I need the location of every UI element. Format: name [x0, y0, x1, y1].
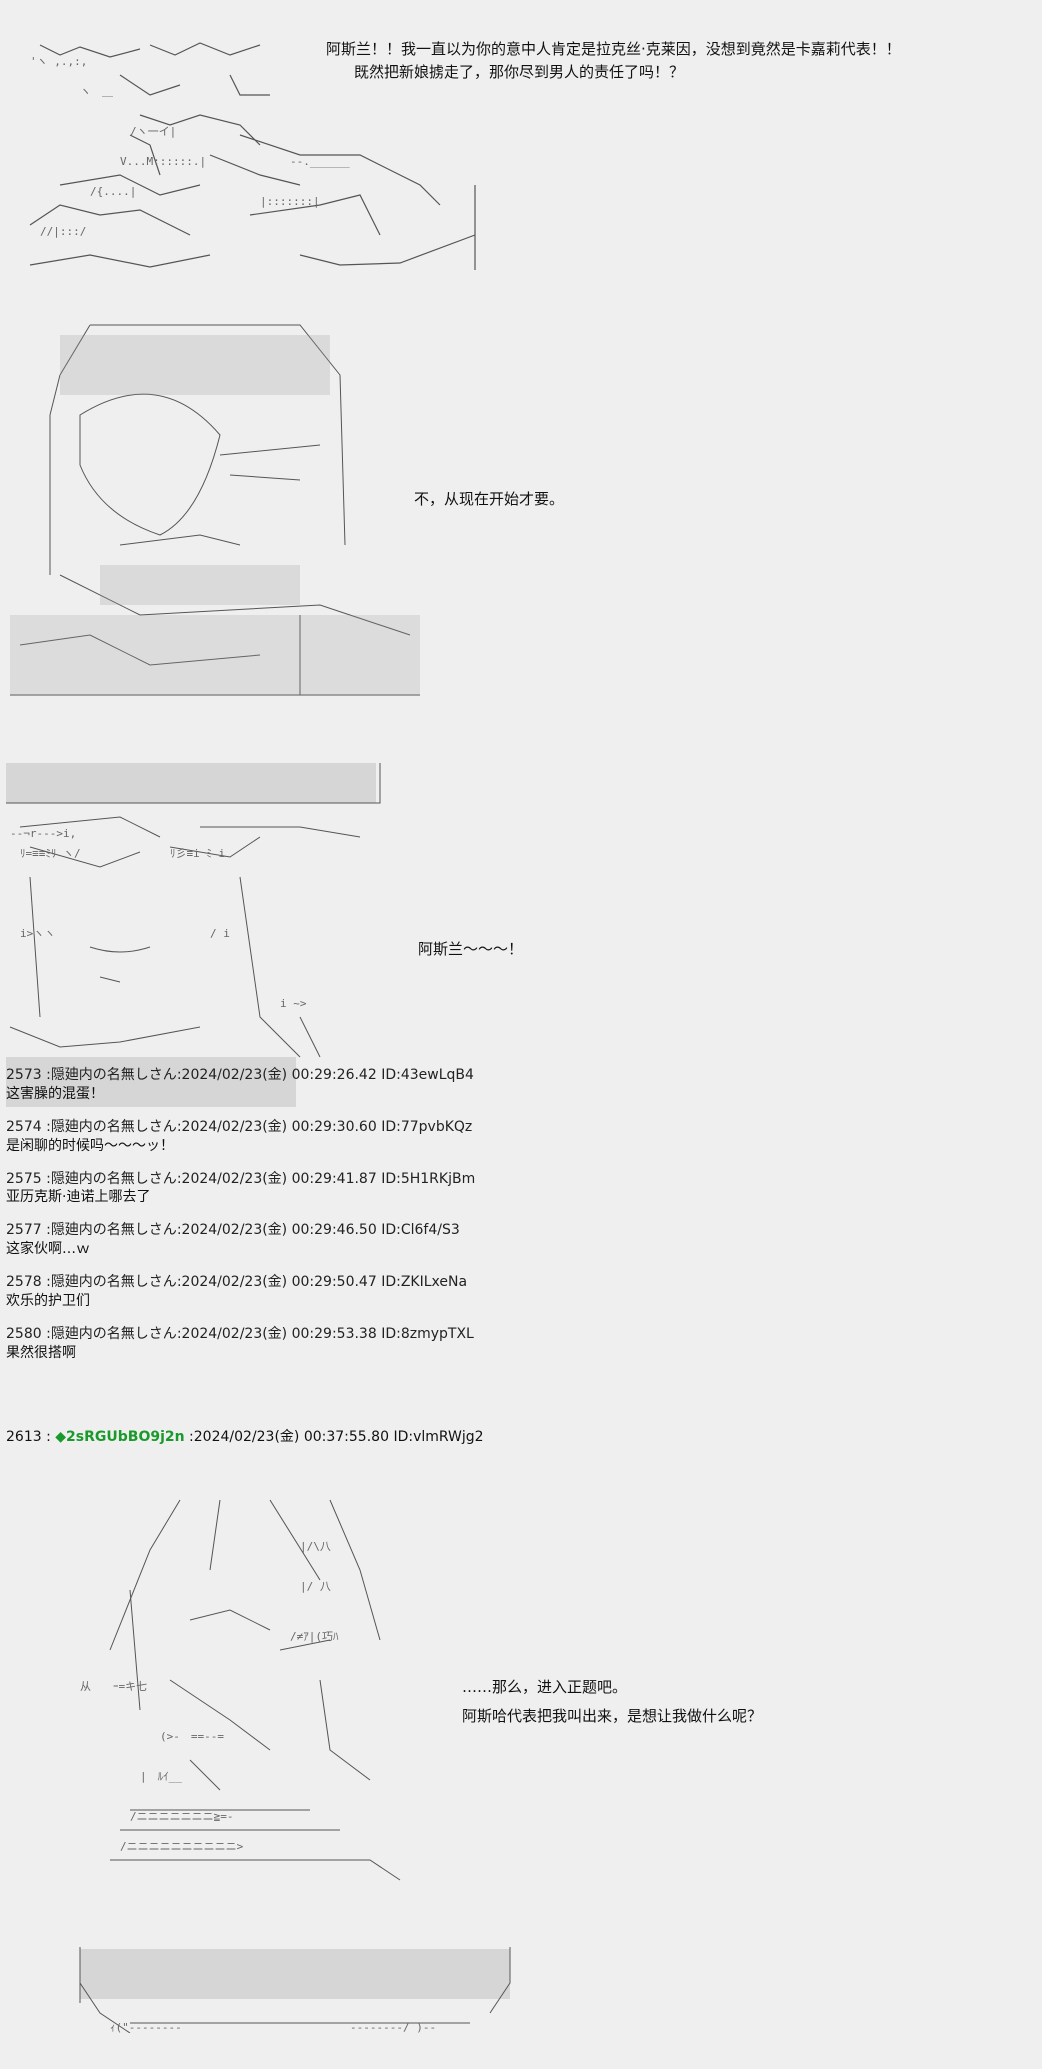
- svg-text:ﾘ彡≡i ﾐ i: ﾘ彡≡i ﾐ i: [170, 847, 225, 860]
- ascii-art-figure-3: --¬r--->i, ﾘ=≡≡ﾐﾘ ヽ/ ﾘ彡≡i ﾐ i i>ヽヽ / i i…: [0, 722, 400, 1152]
- post-header: 2580 :隠廸内の名無しさん:2024/02/23(金) 00:29:53.3…: [6, 1325, 474, 1342]
- svg-text:|/\八: |/\八: [300, 1540, 331, 1553]
- svg-text:/{....|: /{....|: [90, 185, 136, 198]
- post-date: 2024/02/23(金) 00:29:53.38: [181, 1325, 377, 1342]
- post-header: 2575 :隠廸内の名無しさん:2024/02/23(金) 00:29:41.8…: [6, 1170, 476, 1187]
- svg-text:/ヽ一イ|: /ヽ一イ|: [130, 125, 176, 138]
- ascii-art-panel: ｨ("-------- --------/_)--: [70, 1908, 520, 2068]
- dialogue-line: 阿斯兰！！我一直以为你的意中人肯定是拉克丝·克莱因，没想到竟然是卡嘉莉代表！！: [326, 40, 901, 58]
- svg-text:/≠ｱ|(巧ﾊ: /≠ｱ|(巧ﾊ: [290, 1630, 339, 1643]
- post-number: 2580: [6, 1325, 42, 1342]
- svg-text:--.______: --.______: [290, 155, 350, 168]
- svg-text:--¬r--->i,: --¬r--->i,: [10, 827, 76, 840]
- post-id: ID:ZKILxeNa: [381, 1274, 468, 1291]
- dialogue-line: 阿斯兰～～～！: [418, 940, 524, 958]
- ascii-art-figure-2-drawing: [10, 324, 420, 696]
- dialogue-line: 既然把新娘掳走了，那你尽到男人的责任了吗！？: [354, 63, 685, 82]
- svg-text:/ニニニニニニニ≧=-: /ニニニニニニニ≧=-: [130, 1810, 234, 1823]
- svg-text://|:::/: //|:::/: [40, 225, 86, 238]
- ascii-art-figure-4-drawing: |/\八 |/ 八 /≠ｱ|(巧ﾊ 从 ｰ=キ七 (>- ==--= | ﾙｲ_…: [80, 1499, 401, 1881]
- svg-text:|/ 八: |/ 八: [300, 1580, 331, 1593]
- page: 'ヽ ,.,:, ヽ ＿ /ヽ一イ| V...M::::::.| /{....|…: [0, 0, 901, 2034]
- post-header: 2574 :隠廸内の名無しさん:2024/02/23(金) 00:29:30.6…: [6, 1118, 473, 1135]
- svg-text:|:::::::|: |:::::::|: [260, 195, 320, 208]
- post: 2577 :隠廸内の名無しさん:2024/02/23(金) 00:29:46.5…: [6, 1221, 646, 1259]
- svg-text:i ~>: i ~>: [280, 997, 307, 1010]
- post-author: 隠廸内の名無しさん: [50, 1222, 177, 1239]
- post: 2575 :隠廸内の名無しさん:2024/02/23(金) 00:29:41.8…: [6, 1170, 646, 1208]
- svg-text:| ﾙｲ__: | ﾙｲ__: [140, 1770, 182, 1783]
- svg-text:ﾘ=≡≡ﾐﾘ ヽ/: ﾘ=≡≡ﾐﾘ ヽ/: [20, 847, 81, 860]
- post-id: ID:5H1RKjBm: [381, 1170, 476, 1187]
- dialogue-scene-3: 阿斯兰～～～！: [418, 938, 523, 961]
- post-author: 隠廸内の名無しさん: [50, 1325, 177, 1342]
- post: 2580 :隠廸内の名無しさん:2024/02/23(金) 00:29:53.3…: [6, 1325, 646, 1363]
- post-author: 隠廸内の名無しさん: [50, 1274, 177, 1291]
- svg-text:从 ｰ=キ七: 从 ｰ=キ七: [80, 1680, 147, 1693]
- dialogue-line: 不，从现在开始才要。: [414, 490, 565, 508]
- post-header: 2577 :隠廸内の名無しさん:2024/02/23(金) 00:29:46.5…: [6, 1222, 460, 1239]
- post-tripcode: ◆2sRGUbBO9j2n: [55, 1429, 185, 1445]
- post-author: 隠廸内の名無しさん: [50, 1067, 177, 1083]
- post-date: 2024/02/23(金) 00:29:46.50: [181, 1222, 377, 1239]
- post-number: 2574: [6, 1118, 42, 1135]
- op-post-header: 2613 : ◆2sRGUbBO9j2n :2024/02/23(金) 00:3…: [6, 1429, 484, 1445]
- post-author: 隠廸内の名無しさん: [50, 1118, 177, 1135]
- svg-text:i>ヽヽ: i>ヽヽ: [20, 927, 55, 940]
- post-body: 欢乐的护卫们: [6, 1293, 90, 1310]
- post-body: 亚历克斯·迪诺上哪去了: [6, 1189, 151, 1206]
- post-number: 2577: [6, 1222, 42, 1239]
- post: 2573 :隠廸内の名無しさん:2024/02/23(金) 00:29:26.4…: [6, 1066, 646, 1104]
- post-id: ID:vlmRWjg2: [393, 1429, 484, 1445]
- post-list: 2573 :隠廸内の名無しさん:2024/02/23(金) 00:29:26.4…: [6, 1066, 646, 1377]
- ascii-art-figure-1: 'ヽ ,.,:, ヽ ＿ /ヽ一イ| V...M::::::.| /{....|…: [0, 0, 480, 310]
- svg-text:(>- ==--=: (>- ==--=: [160, 1730, 224, 1743]
- post-body: 果然很搭啊: [6, 1344, 76, 1361]
- post-body: 是闲聊的时候吗～～～ッ！: [6, 1137, 174, 1154]
- svg-text:'ヽ ,.,:,: 'ヽ ,.,:,: [30, 55, 87, 68]
- dialogue-scene-1: 阿斯兰！！我一直以为你的意中人肯定是拉克丝·克莱因，没想到竟然是卡嘉莉代表！！ …: [326, 38, 901, 85]
- svg-text:V...M::::::.|: V...M::::::.|: [120, 155, 206, 168]
- svg-text:/ニニニニニニニニニニ>: /ニニニニニニニニニニ>: [120, 1840, 244, 1853]
- post-number: 2573: [6, 1067, 42, 1083]
- post-id: ID:77pvbKQz: [381, 1118, 473, 1135]
- post-date: 2024/02/23(金) 00:29:30.60: [181, 1118, 377, 1135]
- post-id: ID:43ewLqB4: [381, 1067, 474, 1083]
- post-header: 2578 :隠廸内の名無しさん:2024/02/23(金) 00:29:50.4…: [6, 1274, 468, 1291]
- svg-text:ヽ ＿: ヽ ＿: [80, 85, 113, 98]
- dialogue-scene-2: 不，从现在开始才要。: [414, 488, 564, 511]
- ascii-art-figure-4: |/\八 |/ 八 /≠ｱ|(巧ﾊ 从 ｰ=キ七 (>- ==--= | ﾙｲ_…: [70, 1455, 470, 1925]
- post-date: 2024/02/23(金) 00:29:50.47: [181, 1274, 377, 1291]
- ascii-art-figure-3-drawing: --¬r--->i, ﾘ=≡≡ﾐﾘ ヽ/ ﾘ彡≡i ﾐ i i>ヽヽ / i i…: [6, 763, 381, 1108]
- post-number: 2575: [6, 1170, 42, 1187]
- post-date: 2024/02/23(金) 00:29:41.87: [181, 1170, 377, 1187]
- post-date: 2024/02/23(金) 00:29:26.42: [181, 1067, 377, 1083]
- svg-text:--------/_)--: --------/_)--: [350, 2021, 436, 2033]
- dialogue-line: ……那么，进入正题吧。: [462, 1678, 628, 1696]
- svg-text:/ i: / i: [210, 927, 230, 940]
- dialogue-scene-4: ……那么，进入正题吧。 阿斯哈代表把我叫出来，是想让我做什么呢？: [462, 1676, 762, 1729]
- svg-text:ｨ("--------: ｨ("--------: [110, 2021, 182, 2033]
- post-number: 2578: [6, 1274, 42, 1291]
- ascii-art-panel-drawing: ｨ("-------- --------/_)--: [79, 1947, 511, 2034]
- post-author: 隠廸内の名無しさん: [50, 1170, 177, 1187]
- dialogue-line: 阿斯哈代表把我叫出来，是想让我做什么呢？: [462, 1707, 763, 1726]
- post-date: 2024/02/23(金) 00:37:55.80: [193, 1429, 389, 1445]
- post-number: 2613: [6, 1429, 42, 1445]
- post-id: ID:Cl6f4/S3: [381, 1222, 460, 1239]
- post-body: 这害臊的混蛋！: [6, 1085, 104, 1102]
- post: 2574 :隠廸内の名無しさん:2024/02/23(金) 00:29:30.6…: [6, 1118, 646, 1156]
- post-id: ID:8zmypTXL: [381, 1325, 474, 1342]
- ascii-art-figure-1-drawing: 'ヽ ,.,:, ヽ ＿ /ヽ一イ| V...M::::::.| /{....|…: [29, 42, 476, 271]
- ascii-art-figure-2: [0, 280, 440, 750]
- post-body: 这家伙啊…ｗ: [6, 1241, 90, 1258]
- post-header: 2573 :隠廸内の名無しさん:2024/02/23(金) 00:29:26.4…: [6, 1067, 474, 1083]
- post: 2578 :隠廸内の名無しさん:2024/02/23(金) 00:29:50.4…: [6, 1273, 646, 1311]
